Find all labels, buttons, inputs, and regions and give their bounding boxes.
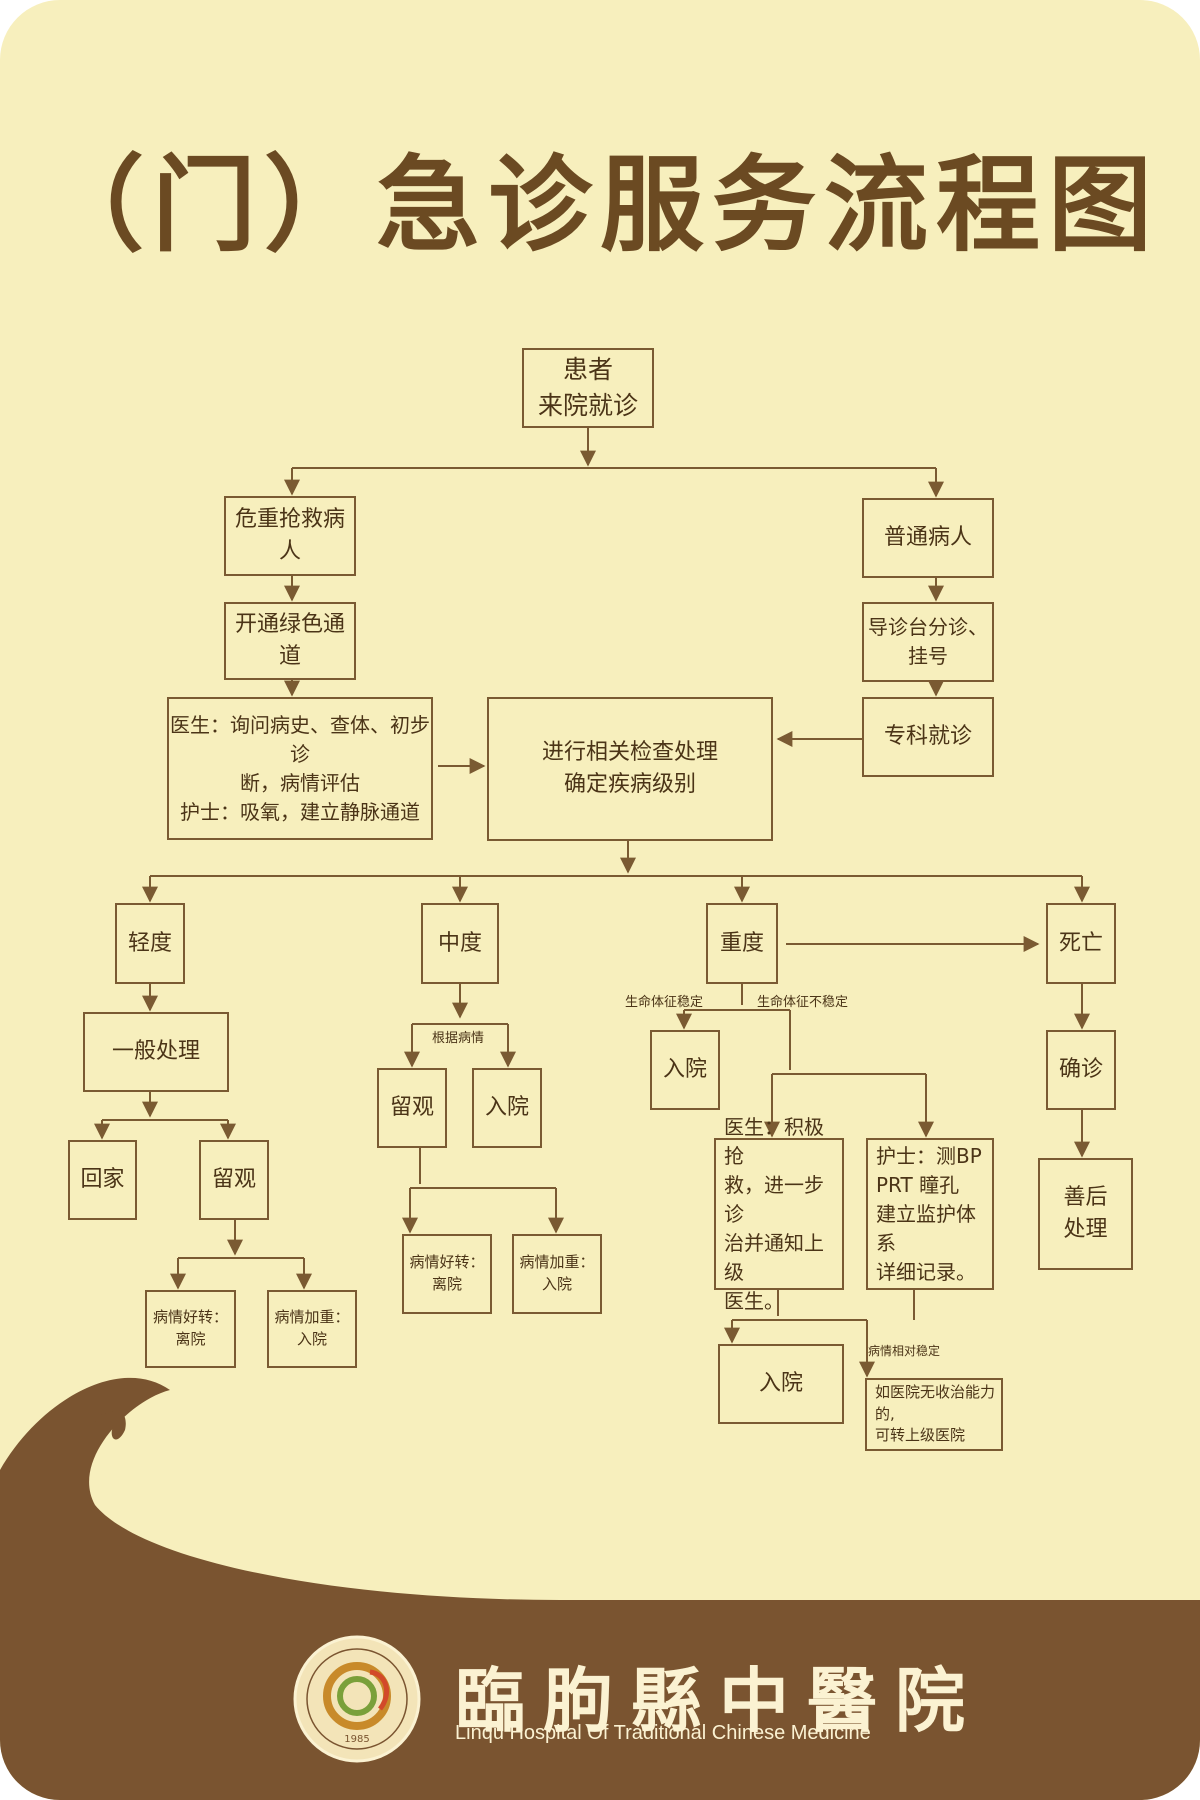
- node-observe-moderate: 留观: [377, 1068, 447, 1148]
- node-worsen-admit-mild: 病情加重：入院: [267, 1290, 357, 1368]
- hospital-english-name: Linqu Hospital Of Traditional Chinese Me…: [455, 1722, 871, 1744]
- node-worsen-admit-moderate: 病情加重：入院: [512, 1234, 602, 1314]
- node-admit-final: 入院: [718, 1344, 844, 1424]
- label-by-condition: 根据病情: [432, 1031, 485, 1046]
- node-doctor-nurse-actions: 医生：询问病史、查体、初步诊断，病情评估护士：吸氧，建立静脉通道: [167, 697, 433, 840]
- node-transfer: 如医院无收治能力的,可转上级医院: [865, 1378, 1003, 1451]
- node-confirm-diagnosis: 确诊: [1046, 1030, 1116, 1110]
- logo-year: 1985: [344, 1734, 369, 1745]
- hospital-logo: 1985: [293, 1635, 421, 1763]
- hospital-name: 臨朐縣中醫院: [455, 1659, 983, 1742]
- node-admit-moderate: 入院: [472, 1068, 542, 1148]
- node-general-treatment: 一般处理: [83, 1012, 229, 1092]
- node-mild: 轻度: [115, 903, 185, 984]
- node-green-channel: 开通绿色通道: [224, 602, 356, 680]
- node-triage-registration: 导诊台分诊、挂号: [862, 602, 994, 682]
- label-vital-stable: 生命体征稳定: [625, 995, 704, 1010]
- node-normal-patient: 普通病人: [862, 498, 994, 578]
- node-observe-mild: 留观: [199, 1140, 269, 1220]
- node-admit-stable: 入院: [650, 1030, 720, 1110]
- node-severe: 重度: [706, 903, 778, 984]
- footer-wave-crest: [95, 1408, 126, 1440]
- node-critical-patient: 危重抢救病人: [224, 496, 356, 576]
- footer-wave-tip: [99, 1380, 118, 1415]
- node-aftercare: 善后处理: [1038, 1158, 1133, 1270]
- node-go-home: 回家: [68, 1140, 137, 1220]
- node-moderate: 中度: [421, 903, 499, 984]
- node-improve-discharge-mild: 病情好转：离院: [145, 1290, 236, 1368]
- node-death: 死亡: [1046, 903, 1116, 984]
- node-improve-discharge-moderate: 病情好转：离院: [402, 1234, 492, 1314]
- node-specialist-visit: 专科就诊: [862, 697, 994, 777]
- label-vital-unstable: 生命体征不稳定: [757, 995, 849, 1010]
- node-patient-arrival: 患者来院就诊: [522, 348, 654, 428]
- node-doctor-rescue: 医生：积极抢救，进一步诊治并通知上级医生。: [714, 1115, 844, 1313]
- page-title: （门）急诊服务流程图: [39, 143, 1160, 266]
- node-exam-classification: 进行相关检查处理确定疾病级别: [487, 697, 773, 841]
- label-relatively-stable: 病情相对稳定: [868, 1344, 941, 1358]
